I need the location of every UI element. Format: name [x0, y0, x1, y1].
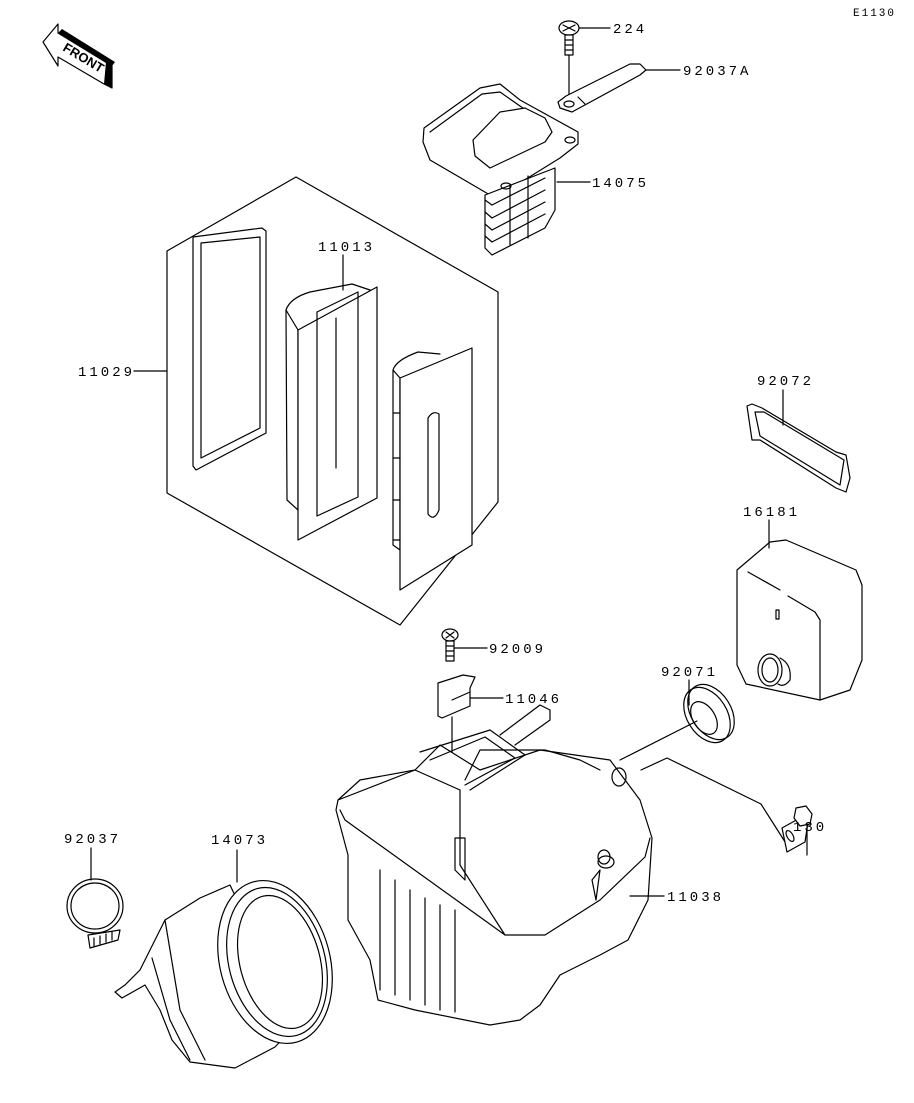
- part-label-92037[interactable]: 92037: [64, 832, 121, 848]
- part-label-16181[interactable]: 16181: [743, 505, 800, 521]
- part-label-14075[interactable]: 14075: [592, 176, 649, 192]
- part-label-92071[interactable]: 92071: [661, 665, 718, 681]
- screw-92009[interactable]: [441, 628, 459, 662]
- grommet-92071[interactable]: [619, 676, 744, 761]
- strap-92037a[interactable]: [557, 63, 647, 113]
- diagram-code: E1130: [853, 8, 896, 20]
- case-11038[interactable]: [335, 704, 653, 1026]
- part-label-11013[interactable]: 11013: [318, 240, 375, 256]
- element-kit-11029[interactable]: [166, 176, 499, 626]
- part-label-224[interactable]: 224: [613, 22, 647, 38]
- silencer-16181[interactable]: [736, 539, 863, 701]
- bolt-130[interactable]: [640, 757, 813, 853]
- cover-14075[interactable]: [422, 83, 579, 256]
- part-label-130[interactable]: 130: [793, 820, 827, 836]
- part-label-11046[interactable]: 11046: [505, 692, 562, 708]
- front-arrow-icon: FRONT: [42, 23, 115, 89]
- part-label-92037a[interactable]: 92037A: [683, 64, 751, 80]
- duct-14073[interactable]: [114, 868, 350, 1069]
- clamp-92037[interactable]: [66, 878, 124, 949]
- part-label-11038[interactable]: 11038: [667, 890, 724, 906]
- part-label-14073[interactable]: 14073: [211, 833, 268, 849]
- part-label-92009[interactable]: 92009: [489, 642, 546, 658]
- part-label-92072[interactable]: 92072: [757, 374, 814, 390]
- bracket-11046[interactable]: [437, 674, 476, 756]
- part-label-11029[interactable]: 11029: [78, 365, 135, 381]
- band-92072[interactable]: [746, 403, 851, 493]
